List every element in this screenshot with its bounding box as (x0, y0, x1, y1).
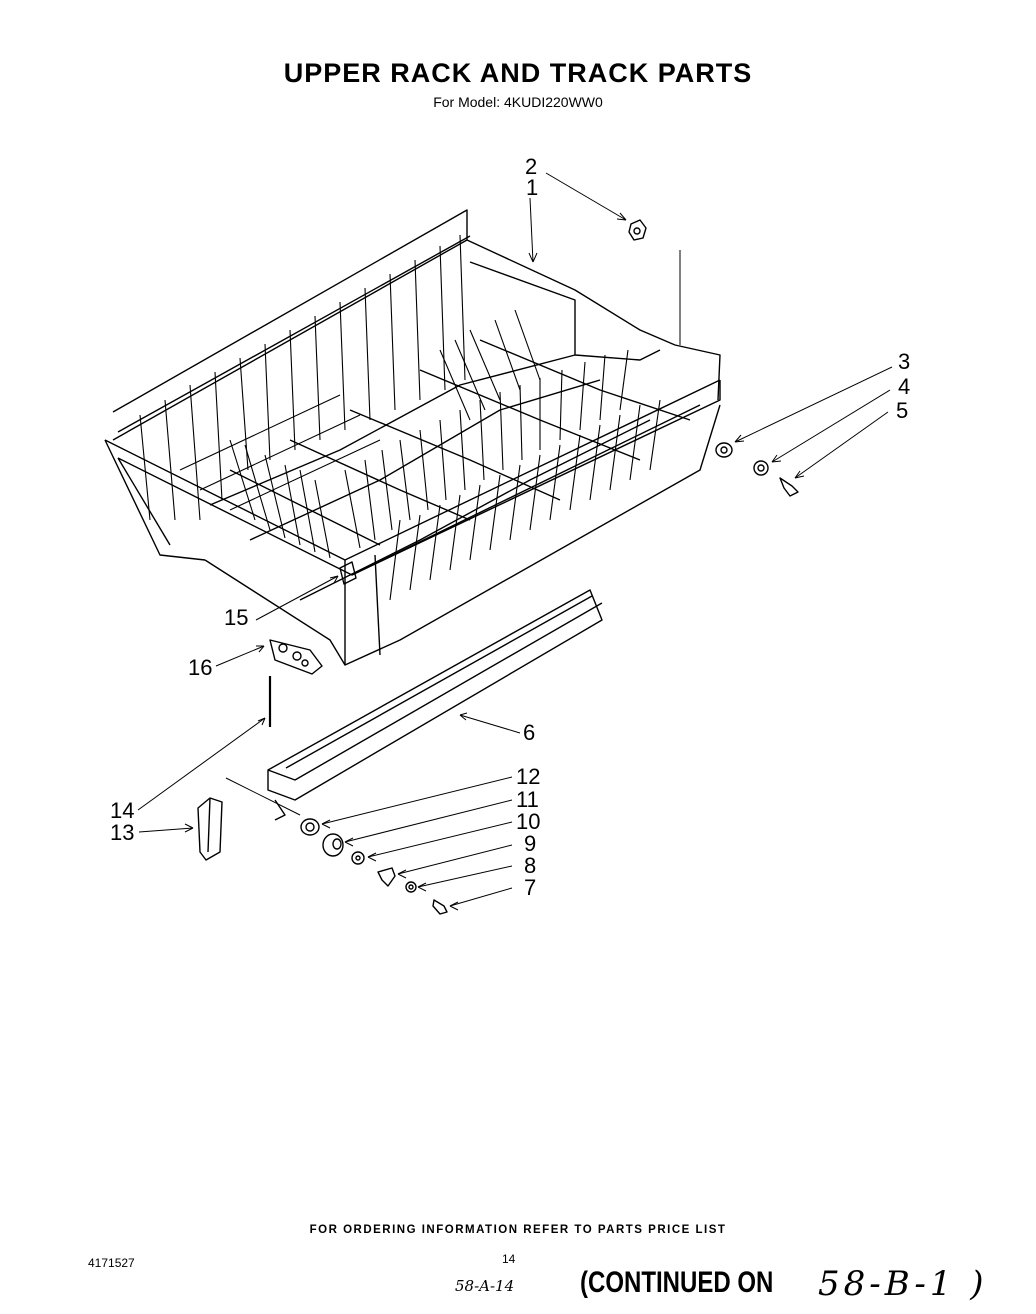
page-title: UPPER RACK AND TRACK PARTS (283, 58, 753, 88)
page-number: 14 (502, 1252, 516, 1266)
wheel-part-11 (322, 833, 344, 857)
callout-12: 12 (516, 764, 541, 789)
callout-5: 5 (896, 398, 909, 423)
callout-7: 7 (524, 875, 537, 900)
callout-4: 4 (898, 374, 911, 399)
washer-part-4 (753, 460, 769, 476)
leader-lines (137, 172, 893, 911)
roller-part-12 (300, 818, 320, 836)
callout-3: 3 (898, 349, 911, 374)
ordering-note: FOR ORDERING INFORMATION REFER TO PARTS … (309, 1224, 727, 1236)
bracket-part-16 (269, 639, 323, 675)
callout-6: 6 (523, 720, 536, 745)
washer-part-8 (405, 881, 417, 893)
screw-part-5 (779, 477, 799, 497)
callout-13: 13 (110, 820, 135, 845)
pin-part-15 (339, 561, 357, 585)
callout-9: 9 (524, 831, 537, 856)
washer-part-10 (351, 851, 365, 865)
continued-label: (CONTINUED ON (580, 1266, 774, 1299)
clip-part-13 (197, 797, 223, 861)
screw-part-7 (432, 899, 448, 915)
roller-part-3 (715, 442, 733, 458)
callout-16: 16 (188, 655, 213, 680)
track-rail (267, 589, 603, 821)
handwritten-continued-reference: 58-B-1 ) (818, 1264, 988, 1304)
callout-8: 8 (524, 853, 537, 878)
callout-2: 2 (525, 154, 538, 179)
nut-part-2 (628, 219, 647, 241)
handwritten-reference: 58-A-14 (455, 1277, 515, 1295)
callout-10: 10 (516, 809, 541, 834)
callout-11: 11 (516, 787, 539, 812)
rack-tines (139, 234, 661, 601)
callout-15: 15 (224, 605, 249, 630)
document-number: 4171527 (88, 1256, 135, 1270)
callout-14: 14 (110, 798, 135, 823)
upper-rack-basket (104, 209, 721, 666)
model-subtitle: For Model: 4KUDI220WW0 (433, 94, 603, 110)
clip-part-9 (377, 867, 396, 887)
callout-1: 1 (526, 175, 539, 200)
